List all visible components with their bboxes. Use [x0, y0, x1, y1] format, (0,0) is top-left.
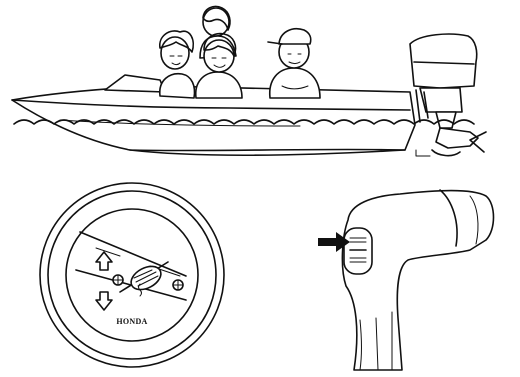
- propeller: [416, 128, 486, 156]
- gauge-marker-right: [173, 280, 183, 290]
- outboard-motor: [410, 34, 477, 128]
- remote-control-handle: [318, 190, 494, 370]
- boat-scene: [12, 6, 486, 156]
- gauge-brand-text: HONDA: [116, 317, 147, 326]
- passenger-left: [160, 31, 195, 98]
- driver: [268, 29, 320, 98]
- windshield: [105, 75, 165, 92]
- trim-gauge: HONDA: [40, 183, 224, 367]
- gauge-marker-left: [113, 275, 123, 285]
- trim-button[interactable]: [344, 228, 372, 274]
